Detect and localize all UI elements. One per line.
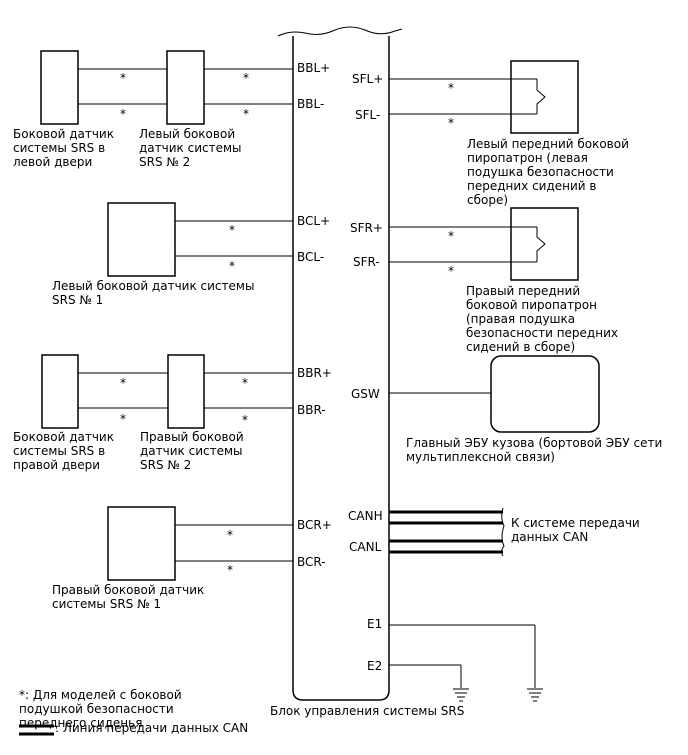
label-body-ecu-2: мультиплексной связи)	[406, 450, 555, 464]
pin-gsw: GSW	[351, 387, 380, 401]
label-right-door-sensor-1: Боковой датчик	[13, 430, 114, 444]
pin-bcr-minus: BCR-	[297, 555, 326, 569]
pin-bbl-plus: BBL+	[297, 61, 330, 75]
label-left-door-sensor-3: левой двери	[13, 155, 92, 169]
pin-bcl-plus: BCL+	[297, 214, 330, 228]
wire-mark: *	[229, 223, 235, 237]
pin-sfl-minus: SFL-	[355, 108, 380, 122]
legend-asterisk-note-2: подушкой безопасности	[19, 702, 174, 716]
pin-bcl-minus: BCL-	[297, 250, 324, 264]
label-right-squib-4: безопасности передних	[466, 326, 618, 340]
label-right-side-sensor-2-2: датчик системы	[140, 444, 243, 458]
srs-ecu-break-line	[277, 26, 403, 37]
right-side-srs-sensor-2	[167, 354, 205, 429]
label-right-side-sensor-2-3: SRS № 2	[140, 458, 191, 472]
label-right-squib-2: боковой пиропатрон	[466, 298, 597, 312]
squib-element-icon	[536, 227, 546, 262]
wire-mark: *	[243, 107, 249, 121]
label-left-squib-5: сборе)	[467, 193, 508, 207]
main-body-ecu	[490, 355, 600, 433]
pin-canh: CANH	[348, 509, 383, 523]
label-left-side-sensor-2-1: Левый боковой	[139, 127, 235, 141]
wire-mark: *	[120, 412, 126, 426]
pin-sfl-plus: SFL+	[352, 72, 383, 86]
label-right-door-sensor-2: системы SRS в	[13, 444, 105, 458]
label-right-squib-1: Правый передний	[466, 284, 580, 298]
label-left-squib-4: передних сидений в	[467, 179, 597, 193]
ground-icon	[527, 688, 543, 702]
label-right-squib-5: сидений в сборе)	[466, 340, 575, 354]
wire-mark: *	[243, 71, 249, 85]
srs-ecu-body	[292, 36, 390, 701]
label-left-side-sensor-2-2: датчик системы	[139, 141, 242, 155]
label-left-door-sensor-1: Боковой датчик	[13, 127, 114, 141]
wire-mark: *	[448, 116, 454, 130]
label-left-side-sensor-2-3: SRS № 2	[139, 155, 190, 169]
pin-e2: E2	[367, 659, 382, 673]
left-side-srs-sensor-2	[166, 50, 205, 125]
pin-canl: CANL	[349, 540, 382, 554]
label-left-side-sensor-1-1: Левый боковой датчик системы	[52, 279, 254, 293]
label-left-squib-3: подушка безопасности	[467, 165, 614, 179]
label-right-side-sensor-1-1: Правый боковой датчик	[52, 583, 204, 597]
label-left-side-sensor-1-2: SRS № 1	[52, 293, 103, 307]
pin-bbr-minus: BBR-	[297, 403, 326, 417]
label-body-ecu-1: Главный ЭБУ кузова (бортовой ЭБУ сети	[406, 436, 662, 450]
label-can-target-2: данных CAN	[511, 530, 588, 544]
left-side-srs-sensor-1	[107, 202, 176, 277]
wire-mark: *	[227, 528, 233, 542]
wire-mark: *	[448, 81, 454, 95]
wire-mark: *	[227, 563, 233, 577]
label-right-side-sensor-1-2: системы SRS № 1	[52, 597, 161, 611]
legend-asterisk-note-1: *: Для моделей с боковой	[19, 688, 182, 702]
wire-mark: *	[120, 71, 126, 85]
right-door-srs-sensor	[41, 354, 79, 429]
pin-bbr-plus: BBR+	[297, 366, 332, 380]
legend-can-line-note: : Линия передачи данных CAN	[55, 721, 248, 735]
wire-mark: *	[120, 376, 126, 390]
pin-e1: E1	[367, 617, 382, 631]
wire-mark: *	[448, 264, 454, 278]
ground-icon	[453, 688, 469, 702]
label-left-squib-1: Левый передний боковой	[467, 137, 629, 151]
label-right-door-sensor-3: правой двери	[13, 458, 100, 472]
label-right-side-sensor-2-1: Правый боковой	[140, 430, 244, 444]
label-left-door-sensor-2: системы SRS в	[13, 141, 105, 155]
label-srs-unit: Блок управления системы SRS	[270, 704, 464, 718]
can-break-icon	[501, 507, 505, 557]
wire-mark: *	[448, 229, 454, 243]
label-right-squib-3: (правая подушка	[466, 312, 575, 326]
can-line-legend-icon	[19, 724, 54, 736]
right-side-srs-sensor-1	[107, 506, 176, 581]
label-left-squib-2: пиропатрон (левая	[467, 151, 588, 165]
pin-sfr-minus: SFR-	[353, 255, 380, 269]
pin-sfr-plus: SFR+	[350, 221, 383, 235]
pin-bcr-plus: BCR+	[297, 518, 332, 532]
pin-bbl-minus: BBL-	[297, 97, 324, 111]
wire-mark: *	[120, 107, 126, 121]
wire-mark: *	[242, 413, 248, 427]
squib-element-icon	[536, 79, 546, 114]
label-can-target-1: К системе передачи	[511, 516, 640, 530]
left-door-srs-sensor	[40, 50, 79, 125]
wire-mark: *	[242, 376, 248, 390]
wire-mark: *	[229, 259, 235, 273]
